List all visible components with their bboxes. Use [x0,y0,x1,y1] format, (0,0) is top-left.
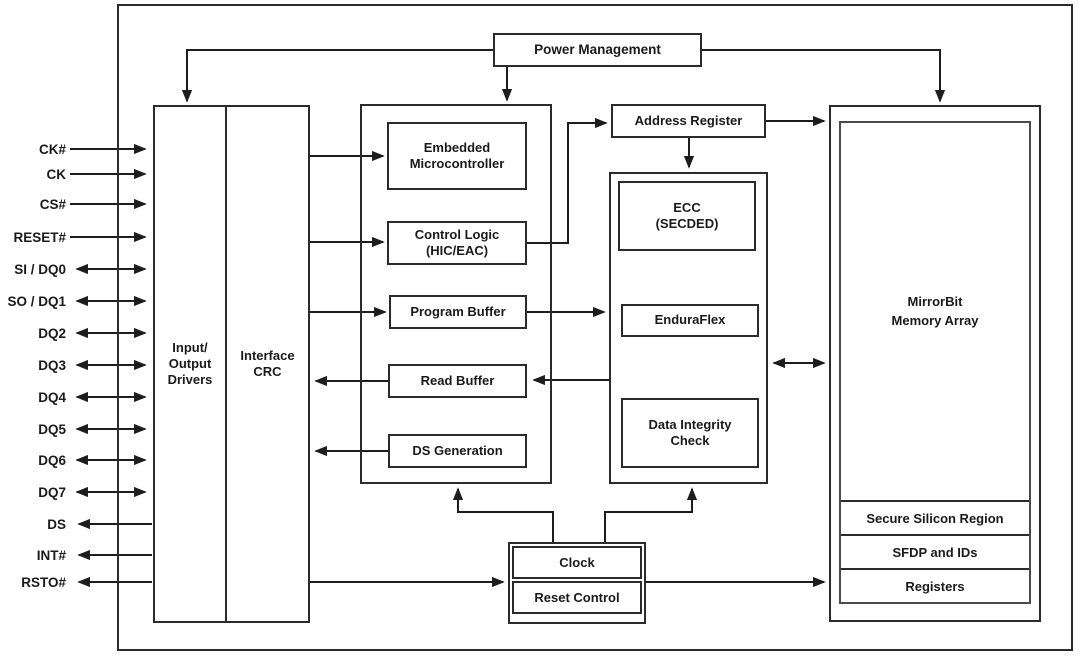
pin-label-ck-n: CK# [38,142,66,157]
pin-label-dq3: DQ3 [38,358,66,373]
pin-label-cs-n: CS# [39,197,66,212]
secure-silicon-region-block: Secure Silicon Region [841,500,1029,534]
io-drivers-block: Input/ Output Drivers [167,339,213,388]
reset-control-block: Reset Control [512,581,642,614]
connector-power-to-io [181,49,493,103]
io-crc-block: Input/ Output Drivers Interface CRC [153,105,310,623]
sfdp-and-ids-block: SFDP and IDs [841,534,1029,568]
memory-array-inner: MirrorBit Memory Array Secure Silicon Re… [839,121,1031,604]
pin-label-so-dq1: SO / DQ1 [7,294,66,309]
connector-power-to-memory [702,49,946,103]
memory-array-container [829,105,1041,622]
pin-label-ck: CK [46,167,67,182]
pin-label-rsto-n: RSTO# [21,575,66,590]
power-management-block: Power Management [493,33,702,67]
read-buffer-block: Read Buffer [388,364,527,398]
pin-label-si-dq0: SI / DQ0 [14,262,66,277]
pin-label-dq6: DQ6 [38,453,66,468]
clock-reset-container: Clock Reset Control [508,542,646,624]
control-logic-block: Control Logic (HIC/EAC) [387,221,527,265]
ds-generation-block: DS Generation [388,434,527,468]
ecc-container [609,172,768,484]
data-integrity-check-block: Data Integrity Check [621,398,759,468]
pin-label-dq4: DQ4 [38,390,66,405]
pin-label-ds: DS [47,517,66,532]
pin-label-int-n: INT# [36,548,66,563]
pin-label-dq5: DQ5 [38,422,66,437]
enduraflex-block: EnduraFlex [621,304,759,337]
clock-block: Clock [512,546,642,579]
core-logic-container [360,104,552,484]
embedded-microcontroller-block: Embedded Microcontroller [387,122,527,190]
connector-control-logic-to-address-register [527,117,608,244]
ecc-secded-block: ECC (SECDED) [618,181,756,251]
pin-label-dq7: DQ7 [38,485,66,500]
registers-block: Registers [841,568,1029,602]
device-boundary [117,4,1073,651]
interface-crc-block: Interface CRC [225,107,308,621]
pin-label-dq2: DQ2 [38,326,66,341]
mirrorbit-memory-array-block: MirrorBit Memory Array [891,294,979,328]
address-register-block: Address Register [611,104,766,138]
pin-label-reset-n: RESET# [13,230,66,245]
connector-clock-to-ecc [604,487,698,542]
program-buffer-block: Program Buffer [389,295,527,329]
connector-clock-to-core [452,487,554,542]
